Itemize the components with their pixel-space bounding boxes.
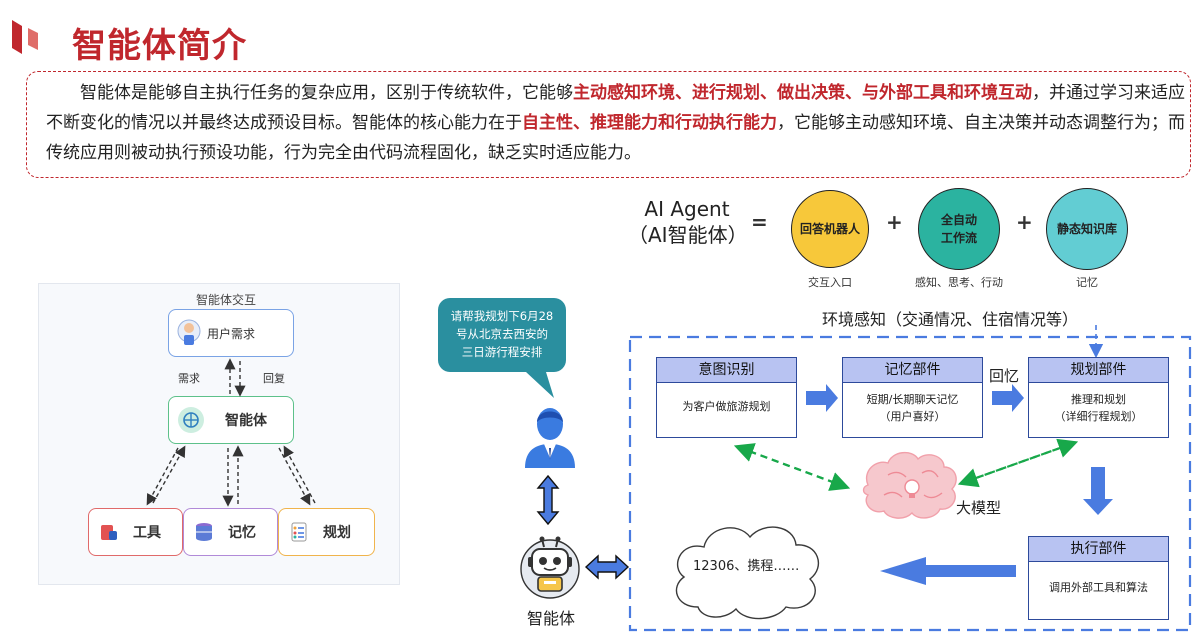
need-arrow-label: 需求 <box>178 372 200 385</box>
title-marker-icon <box>12 20 38 54</box>
reply-arrow-label: 回复 <box>263 372 285 385</box>
recall-label: 回忆 <box>989 367 1020 385</box>
intro-text-3: ，它能够主动感知环境、自主决策并动态调整行为；而传统应用则被动执行预设功能，行为… <box>46 113 1185 163</box>
plus-sign-2: + <box>1016 210 1033 234</box>
ai-agent-cn-name: （AI智能体） <box>628 223 748 247</box>
user-need-box: 用户需求 <box>168 309 294 357</box>
agent-globe-icon <box>178 407 204 433</box>
tools-label: 工具 <box>133 525 161 541</box>
bubble-line-3: 三日游行程安排 <box>461 345 543 359</box>
intro-box <box>26 71 1191 178</box>
execution-module: 执行部件 调用外部工具和算法 <box>1028 536 1169 620</box>
ai-agent-name: AI Agent <box>644 197 730 221</box>
interaction-diagram-title: 智能体交互 <box>196 293 257 307</box>
intent-module: 意图识别 为客户做旅游规划 <box>656 357 797 438</box>
robot-agent-icon <box>520 536 580 599</box>
memory-module-body-2: （用户喜好） <box>879 410 946 423</box>
memory-label: 记忆 <box>228 525 256 541</box>
intent-module-title: 意图识别 <box>657 358 796 383</box>
knowledge-base-caption: 记忆 <box>1076 276 1098 289</box>
user-agent-arrow <box>536 474 560 526</box>
qa-robot-caption: 交互入口 <box>808 276 852 289</box>
knowledge-base-circle: 静态知识库 <box>1046 188 1128 270</box>
execution-module-body: 调用外部工具和算法 <box>1049 581 1148 594</box>
agent-system-arrow <box>584 554 630 580</box>
interaction-arrows <box>146 358 316 507</box>
checklist-icon <box>291 522 307 542</box>
memory-box: 记忆 <box>183 508 278 556</box>
memory-module-title: 记忆部件 <box>843 358 982 383</box>
workflow-circle: 全自动 工作流 <box>918 188 1000 270</box>
agent-box: 智能体 <box>168 396 294 444</box>
qa-robot-label: 回答机器人 <box>799 222 860 236</box>
intro-paragraph: 智能体是能够自主执行任务的复杂应用，区别于传统软件，它能够主动感知环境、进行规划… <box>46 78 1188 168</box>
planning-module: 规划部件 推理和规划 （详细行程规划） <box>1028 357 1169 438</box>
ai-agent-term: AI Agent （AI智能体） <box>628 196 748 248</box>
agent-label: 智能体 <box>225 413 267 429</box>
memory-module: 记忆部件 短期/长期聊天记忆 （用户喜好） <box>842 357 983 438</box>
workflow-label-2: 工作流 <box>940 231 977 245</box>
intro-text-1: 智能体是能够自主执行任务的复杂应用，区别于传统软件，它能够 <box>80 83 573 103</box>
user-need-label: 用户需求 <box>207 326 256 341</box>
tools-icon <box>101 525 117 540</box>
bubble-line-2: 号从北京去西安的 <box>456 327 548 341</box>
planning-module-title: 规划部件 <box>1029 358 1168 383</box>
intro-highlight-1: 主动感知环境、进行规划、做出决策、与外部工具和环境互动 <box>573 83 1032 103</box>
workflow-label-1: 全自动 <box>940 213 977 227</box>
intro-highlight-2: 自主性、推理能力和行动执行能力 <box>522 113 777 133</box>
speech-bubble-text: 请帮我规划下6月28 号从北京去西安的 三日游行程安排 <box>440 307 564 361</box>
llm-label: 大模型 <box>956 499 1002 517</box>
agent-system-frame <box>628 325 1192 632</box>
equals-sign: = <box>751 210 768 234</box>
speech-bubble <box>438 298 566 398</box>
planning-module-body-1: 推理和规划 <box>1071 393 1126 406</box>
memory-module-body-1: 短期/长期聊天记忆 <box>866 393 959 406</box>
intro-text-2: ，并通过学习来适应不断变化的情况以并最终达成预设目标。智能体的核心能力在于 <box>46 83 1185 133</box>
knowledge-base-label: 静态知识库 <box>1056 222 1117 236</box>
bubble-line-1: 请帮我规划下6月28 <box>450 309 554 323</box>
planning-label: 规划 <box>323 525 351 541</box>
planning-box: 规划 <box>278 508 375 556</box>
plus-sign-1: + <box>886 210 903 234</box>
user-person-icon <box>525 408 575 468</box>
robot-agent-label: 智能体 <box>526 609 575 628</box>
page-title: 智能体简介 <box>72 26 247 66</box>
intent-module-body: 为客户做旅游规划 <box>682 400 771 413</box>
planning-module-body-2: （详细行程规划） <box>1054 410 1143 423</box>
env-perception-label: 环境感知（交通情况、住宿情况等） <box>822 310 1079 329</box>
database-icon <box>196 523 212 541</box>
llm-brain-icon <box>862 452 957 519</box>
external-services-label: 12306、携程…… <box>693 559 800 574</box>
qa-robot-circle: 回答机器人 <box>791 190 869 268</box>
workflow-caption: 感知、思考、行动 <box>915 276 1003 289</box>
execution-module-title: 执行部件 <box>1029 537 1168 562</box>
user-avatar-icon <box>177 319 201 345</box>
tools-box: 工具 <box>88 508 183 556</box>
